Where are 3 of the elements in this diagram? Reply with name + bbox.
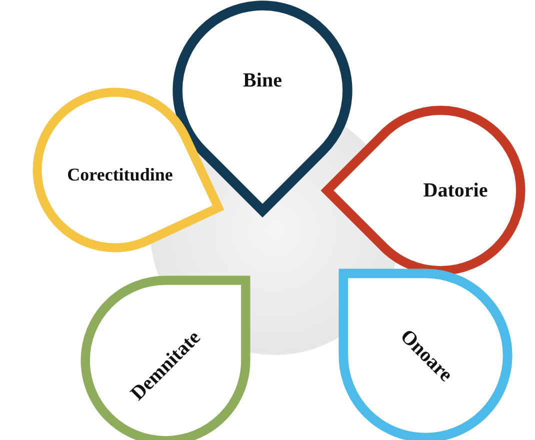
petal-label: Corectitudine <box>67 164 173 186</box>
petal-label: Datorie <box>423 179 488 202</box>
petal-label: Bine <box>243 69 282 92</box>
